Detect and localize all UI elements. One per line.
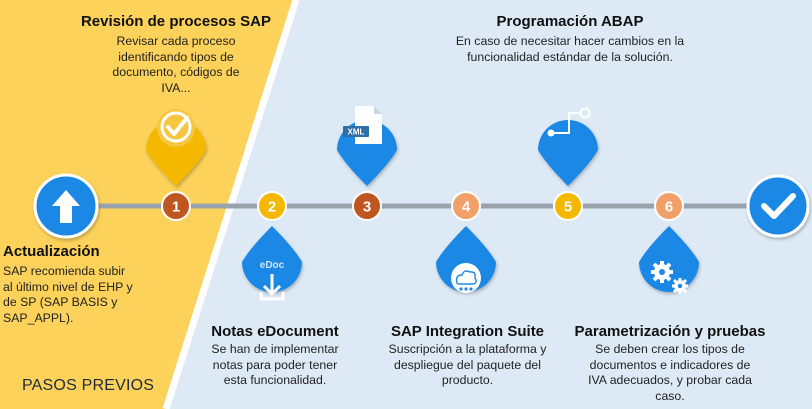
node-2-number: 2 [268,199,276,216]
update-title: Actualización [3,243,100,260]
pin-step-5 [538,107,598,186]
node-4-number: 4 [462,199,471,216]
node-1-number: 1 [172,199,180,216]
step-2-desc: Se han de implementar notas para poder t… [211,342,339,387]
node-5: 5 [553,191,583,221]
step-1-desc: Revisar cada proceso identificando tipos… [112,34,240,95]
pin-step-6 [639,226,699,294]
step-6-block: Parametrización y pruebas Se deben crear… [570,323,770,404]
edoc-label: eDoc [260,260,285,271]
update-desc: SAP recomienda subir al último nivel de … [3,264,133,325]
arrow-up-icon [52,190,80,223]
step-4-desc: Suscripción a la plataforma y despliegue… [388,342,547,387]
node-4: 4 [451,191,481,221]
pin-step-4 [436,226,496,293]
download-icon: eDoc [259,260,285,301]
node-2: 2 [257,191,287,221]
node-6: 6 [654,191,684,221]
pin-step-2: eDoc [242,226,302,301]
step-4-title: SAP Integration Suite [390,323,545,340]
node-3: 3 [352,191,382,221]
step-5-block: Programación ABAP En caso de necesitar h… [455,13,685,65]
update-block: Actualización SAP recomienda subir al úl… [3,243,153,326]
step-1-title: Revisión de procesos SAP [80,13,272,30]
step-2-block: Notas eDocument Se han de implementar no… [195,323,355,389]
step-6-title: Parametrización y pruebas [574,323,766,340]
node-3-number: 3 [363,199,371,216]
node-6-number: 6 [665,199,673,216]
xml-label: XML [348,128,365,137]
step-5-desc: En caso de necesitar hacer cambios en la… [455,34,685,64]
check-badge-icon [160,111,192,143]
cloud-network-icon [451,263,481,293]
step-4-block: SAP Integration Suite Suscripción a la p… [375,323,560,389]
start-node [33,173,99,239]
pin-step-1 [146,109,206,186]
gears-icon [651,261,688,294]
node-5-number: 5 [564,199,572,216]
step-5-title: Programación ABAP [496,13,644,30]
xml-file-icon: XML [343,106,382,144]
node-1: 1 [161,191,191,221]
step-1-block: Revisión de procesos SAP Revisar cada pr… [70,13,282,96]
pin-step-3: XML [337,106,397,186]
step-2-title: Notas eDocument [211,323,339,340]
end-node [746,174,810,238]
flow-connector-icon [547,107,591,137]
phase-label: PASOS PREVIOS [22,377,155,394]
step-6-desc: Se deben crear los tipos de documentos e… [588,342,752,403]
checkmark-icon [761,193,796,219]
